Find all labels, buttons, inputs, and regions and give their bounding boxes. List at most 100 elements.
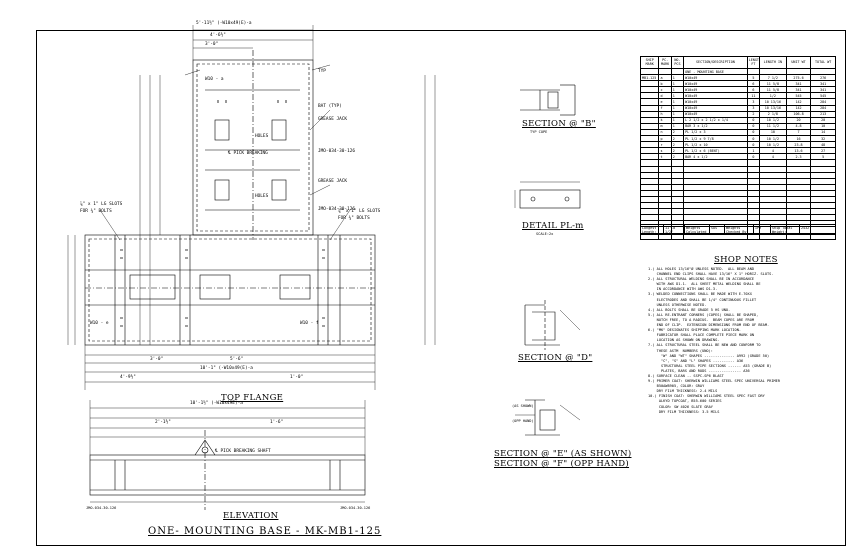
elevation-beam [89, 430, 366, 510]
shop-note-line: ALKYD TOPCOAT, B55-600 SERIES [648, 399, 722, 404]
shop-note-line: LOCATION AS SHOWN ON DRAWING. [648, 338, 720, 343]
elevation-dimension-lines [89, 400, 366, 503]
label-bat-typ: BAT (TYP) [318, 104, 342, 109]
label-pick-breaking-elev: ℄ PICK BREAKING SHAFT [215, 449, 271, 454]
footer-weight-calc-label: Weights Calculated By: [685, 225, 710, 234]
shop-note-line: "C", "S" AND "L" SHAPES ---------- A36 [648, 358, 744, 363]
label-ref-elev-left: JMO-034-30-126 [86, 506, 117, 510]
dim-d6: 5'-6" [230, 357, 244, 362]
label-holes-1: HOLES [255, 134, 269, 139]
label-grease-jack-1: GREASE JACK [318, 117, 348, 122]
bom-cell [759, 232, 787, 240]
title-detail-pl: DETAIL PL-m [522, 221, 584, 231]
shop-note-line: B50AW8905, COLOR: GRAY [648, 384, 705, 389]
shop-note-line: STRUCTURAL STEEL PIPE SECTIONS ------ A5… [648, 363, 772, 368]
shop-note-line: 3.) WELDED CONNECTIONS SHALL BE MADE WIT… [648, 292, 752, 297]
shop-note-line: ELECTRODES AND SHALL BE 1/4" CONTINUOUS … [648, 297, 757, 302]
section-ef-detail [515, 399, 581, 436]
label-bolts-left: FOR ¾" BOLTS [80, 209, 112, 214]
label-grease-jack-2: GREASE JACK [318, 179, 348, 184]
shop-note-line: NOTCH FREE, TO A RADIUS. BEAM COPES ARE … [648, 317, 755, 322]
label-ref-1: JMO-034-30-126 [318, 149, 356, 154]
shop-note-line: 9.) PRIMER COAT: SHERWIN WILLIAMS STEEL … [648, 379, 780, 384]
bom-row [639, 202, 836, 210]
shop-notes-title: SHOP NOTES [714, 255, 778, 265]
shop-note-line: CHANNEL END CLIPS SHALL HAVE 13/16" X 1"… [648, 272, 774, 277]
bom-header-cell: SECTION/DESCRIPTION [683, 56, 748, 69]
shop-note-line: PLATES, BARS AND RODS --------------- A3… [648, 368, 750, 373]
shop-note-line: END OF CLIP. EXTENSION DIMENSIONS FROM E… [648, 323, 770, 328]
leader-lines [99, 64, 351, 241]
shop-note-line: THESE ASTM NUMBERS (UNO): [648, 348, 713, 353]
label-lg-slots-left: ⅞" x 1" LG SLOTS [80, 202, 123, 207]
title-top-flange: TOP FLANGE [221, 393, 284, 403]
label-member-w10-top: W10 - a [205, 77, 224, 82]
dim-d5: 3'-0" [150, 357, 164, 362]
shop-notes: 1.) ALL HOLES 13/16"Ø UNLESS NOTED. ALL … [648, 267, 828, 415]
label-w10-f: W10 - f [300, 321, 319, 326]
shop-note-line: 10.) FINISH COAT: SHERWIN WILLIAMS STEEL… [648, 394, 765, 399]
title-section-f: SECTION @ "F" (OPP HAND) [494, 459, 630, 469]
footer-weight-calc: SOS [710, 225, 725, 234]
shop-note-line: 1.) ALL HOLES 13/16"Ø UNLESS NOTED. ALL … [648, 267, 755, 271]
dim-elev-overall: 10'-1½" (-W10x49E)-a [190, 401, 243, 406]
bom-footer: Longest Length: 11'-0 1/2" Weights Calcu… [640, 224, 836, 235]
label-ref-2: JMO-034-30-126 [318, 207, 356, 212]
label-typ: TYP [318, 69, 326, 74]
dim-top-overall: 5'-11½" (-W10x49(E)-a [196, 21, 252, 26]
shop-note-line: 4.) ALL BOLTS SHALL BE GRADE 5 HS UNO. [648, 307, 731, 312]
bom-header-cell: NO. PCS [670, 56, 685, 69]
shop-note-line: 8.) SURFACE CLEAN -- SSPC-SP6 BLAST [648, 373, 724, 378]
dim-d7: 4'-9½" [120, 375, 136, 380]
bom-row [639, 220, 836, 228]
shop-note-line: DRY FILM THICKNESS: 2-4 MILS [648, 389, 718, 394]
bom-row [639, 232, 836, 240]
shop-note-line: 2.) ALL STRUCTURAL WELDING SHALL BE IN A… [648, 277, 755, 282]
shop-note-line: "W" AND "WT" SHAPES -------------- A992 … [648, 353, 770, 358]
bom-header-cell: LENGTH IN [759, 56, 787, 69]
dim-d1: 4'-6½" [210, 33, 226, 38]
detail-pl-m [514, 181, 581, 209]
label-lg-slots-right: ⅞" x 1" LG SLOTS [338, 209, 381, 214]
bom-header-cell: UNIT WT [785, 56, 812, 69]
shop-note-line: UNLESS OTHERWISE NOTED. [648, 302, 707, 307]
bom-header-cell: TOTAL WT [810, 56, 836, 69]
label-holes-2: HOLES [255, 194, 269, 199]
bom-header-cell: LENGTH FT [746, 56, 761, 69]
bom-row [639, 183, 836, 191]
top-flange-lower-frame [84, 234, 376, 346]
dim-d4: 1'-6" [270, 420, 284, 425]
bom-header-cell: PC. MARK [658, 56, 672, 69]
sheet-border [36, 30, 846, 546]
subtitle-section-b: TYP COPE [530, 130, 548, 134]
label-w10-e: W10 - e [90, 321, 109, 326]
title-section-b: SECTION @ "B" [522, 119, 596, 129]
dim-top-overall2: 10'-1" (-W10x49(E)-a [200, 366, 253, 371]
footer-weight-chk: IPH [754, 225, 771, 234]
label-opp-hand: (OPP HAND) [512, 419, 534, 423]
sheet-title: ONE- MOUNTING BASE - MK-MB1-125 [148, 526, 382, 537]
shop-note-line: COLOR: SW 4026 SLATE GRAY [648, 404, 713, 409]
footer-weight-chk-label: Weights Checked By: [725, 225, 754, 234]
dim-d2: 3'-0" [205, 42, 219, 47]
footer-longest-length: 11'-0 1/2" [664, 225, 685, 234]
title-section-e: SECTION @ "E" (AS SHOWN) [494, 449, 632, 459]
shop-note-line: 6.) "MK" DESIGNATES SHIPPING MARK LOCATI… [648, 328, 742, 333]
footer-ship-total-label: Ship Total Weight: [771, 225, 800, 234]
dim-d8: 1'-0" [290, 375, 304, 380]
shop-note-line: IN ACCORDANCE WITH AWS D1.3. [648, 287, 718, 292]
bom-cell [810, 232, 836, 240]
footer-longest-length-label: Longest Length: [641, 225, 664, 234]
bom-row [639, 195, 836, 204]
label-as-shown: (AS SHOWN) [512, 404, 534, 408]
label-pick-breaking-top: ℄ PICK BREAKING [228, 151, 268, 156]
shop-note-line: WITH AWS D1.1. ALL SHEET METAL WELDING S… [648, 282, 761, 287]
bom-header-cell: SHIP MARK [639, 56, 660, 69]
label-bolts-right: FOR ¾" BOLTS [338, 216, 370, 221]
scale-detail-pl: SCALE:2x [536, 232, 554, 236]
